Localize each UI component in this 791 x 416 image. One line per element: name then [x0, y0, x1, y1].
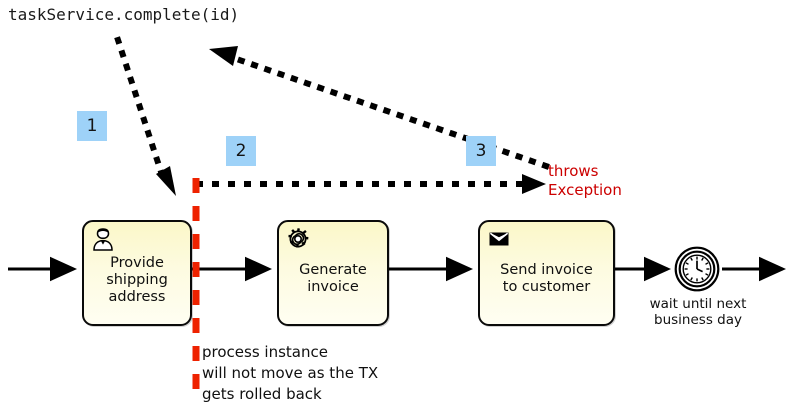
task-send-label: Send invoice to customer	[500, 262, 593, 295]
dotted-arrow-call	[114, 36, 176, 196]
clock-icon	[682, 254, 712, 284]
task-send-invoice-to-customer[interactable]: Send invoice to customer	[478, 220, 615, 326]
envelope-icon	[489, 232, 509, 246]
step-badge-3: 3	[466, 136, 496, 166]
step-badge-2: 2	[226, 136, 256, 166]
task-provide-shipping-address[interactable]: Provide shipping address	[82, 220, 192, 326]
task-service-complete-label: taskService.complete(id)	[8, 5, 240, 24]
timer-event[interactable]	[674, 246, 720, 292]
task-generate-label: Generate invoice	[299, 262, 367, 295]
gear-icon	[288, 228, 309, 248]
task-provide-label: Provide shipping address	[106, 255, 168, 305]
rollback-annotation: process instance will not move as the TX…	[202, 343, 379, 403]
user-icon	[93, 228, 113, 251]
task-generate-invoice[interactable]: Generate invoice	[277, 220, 389, 326]
dotted-arrow-exception-path	[196, 174, 546, 194]
timer-event-caption: wait until next business day	[649, 296, 747, 328]
throws-exception-annotation: throws Exception	[548, 162, 622, 199]
step-badge-1: 1	[77, 111, 107, 141]
